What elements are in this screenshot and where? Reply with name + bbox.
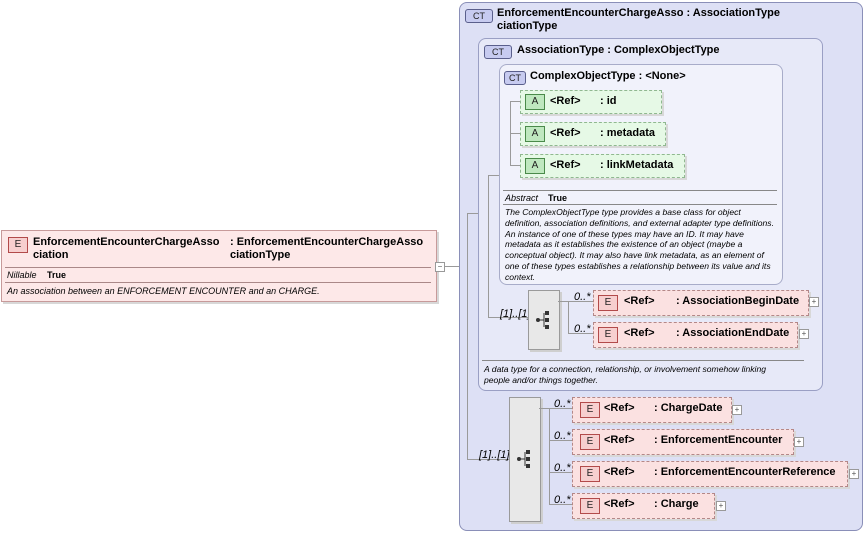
attribute-name: : id [600,95,617,107]
element-enforcement-encounter-reference[interactable] [572,461,848,487]
element-badge: E [8,237,28,253]
attribute-ref: <Ref> [550,127,581,139]
element-enforcement-encounter[interactable] [572,429,794,455]
element-ref: <Ref> [604,466,635,478]
occurrence: 0..* [554,462,571,474]
association-type-title: AssociationType : ComplexObjectType [517,44,720,56]
occurrence: 0..* [574,323,591,335]
attribute-badge: A [525,94,545,110]
element-ref: <Ref> [624,295,655,307]
element-badge: E [580,402,600,418]
attribute-ref: <Ref> [550,159,581,171]
attribute-linkmetadata[interactable] [520,154,685,178]
element-badge: E [580,498,600,514]
occurrence: 0..* [554,430,571,442]
sequence-icon [517,450,530,468]
occurrence: 0..* [554,398,571,410]
expand-icon[interactable]: + [799,329,809,339]
complex-object-type-title: ComplexObjectType : <None> [530,70,686,82]
expand-icon[interactable]: + [794,437,804,447]
element-badge: E [598,327,618,343]
expand-icon[interactable]: + [732,405,742,415]
element-badge: E [580,434,600,450]
attribute-name: : metadata [600,127,656,139]
nillable-value: True [47,270,67,280]
nillable-label: Nillable [7,270,37,280]
complex-object-type-doc: The ComplexObjectType type provides a ba… [505,207,774,282]
attribute-badge: A [525,126,545,142]
element-name: : AssociationEndDate [676,327,790,339]
attribute-badge: A [525,158,545,174]
expand-icon[interactable]: + [716,501,726,511]
outer-type-title-cont: ciationType [497,20,558,32]
root-element-type: : EnforcementEncounterChargeAsso ciation… [230,236,424,261]
complex-type-badge: CT [484,45,512,59]
element-ref: <Ref> [604,498,635,510]
element-name: : AssociationBeginDate [676,295,800,307]
sequence-multiplicity: [1]..[1] [500,308,531,320]
element-badge: E [580,466,600,482]
complex-type-badge: CT [465,9,493,23]
attribute-ref: <Ref> [550,95,581,107]
element-ref: <Ref> [624,327,655,339]
abstract-value: True [548,193,568,203]
root-element-box[interactable]: E EnforcementEncounterChargeAsso ciation… [1,230,437,302]
occurrence: 0..* [574,291,591,303]
element-ref: <Ref> [604,434,635,446]
element-association-end-date[interactable] [593,322,798,348]
sequence-icon [536,311,549,329]
element-charge-date[interactable] [572,397,732,423]
element-name: : ChargeDate [654,402,723,414]
association-type-doc: A data type for a connection, relationsh… [484,364,766,385]
root-doc: An association between an ENFORCEMENT EN… [7,286,320,296]
element-ref: <Ref> [604,402,635,414]
expand-icon[interactable]: + [809,297,819,307]
element-badge: E [598,295,618,311]
element-name: : EnforcementEncounterReference [654,466,836,478]
root-element-name: EnforcementEncounterChargeAsso ciation [33,236,220,261]
element-name: : EnforcementEncounter [654,434,783,446]
attribute-name: : linkMetadata [600,159,674,171]
element-name: : Charge [654,498,699,510]
sequence-compositor[interactable] [528,290,560,350]
outer-type-title: EnforcementEncounterChargeAsso : Associa… [497,7,780,19]
element-association-begin-date[interactable] [593,290,809,316]
sequence-multiplicity: [1]..[1] [479,449,510,461]
abstract-label: Abstract [505,193,539,203]
complex-type-badge: CT [504,71,526,85]
expand-icon[interactable]: + [849,469,859,479]
occurrence: 0..* [554,494,571,506]
sequence-compositor[interactable] [509,397,541,522]
collapse-icon[interactable]: − [435,262,445,272]
